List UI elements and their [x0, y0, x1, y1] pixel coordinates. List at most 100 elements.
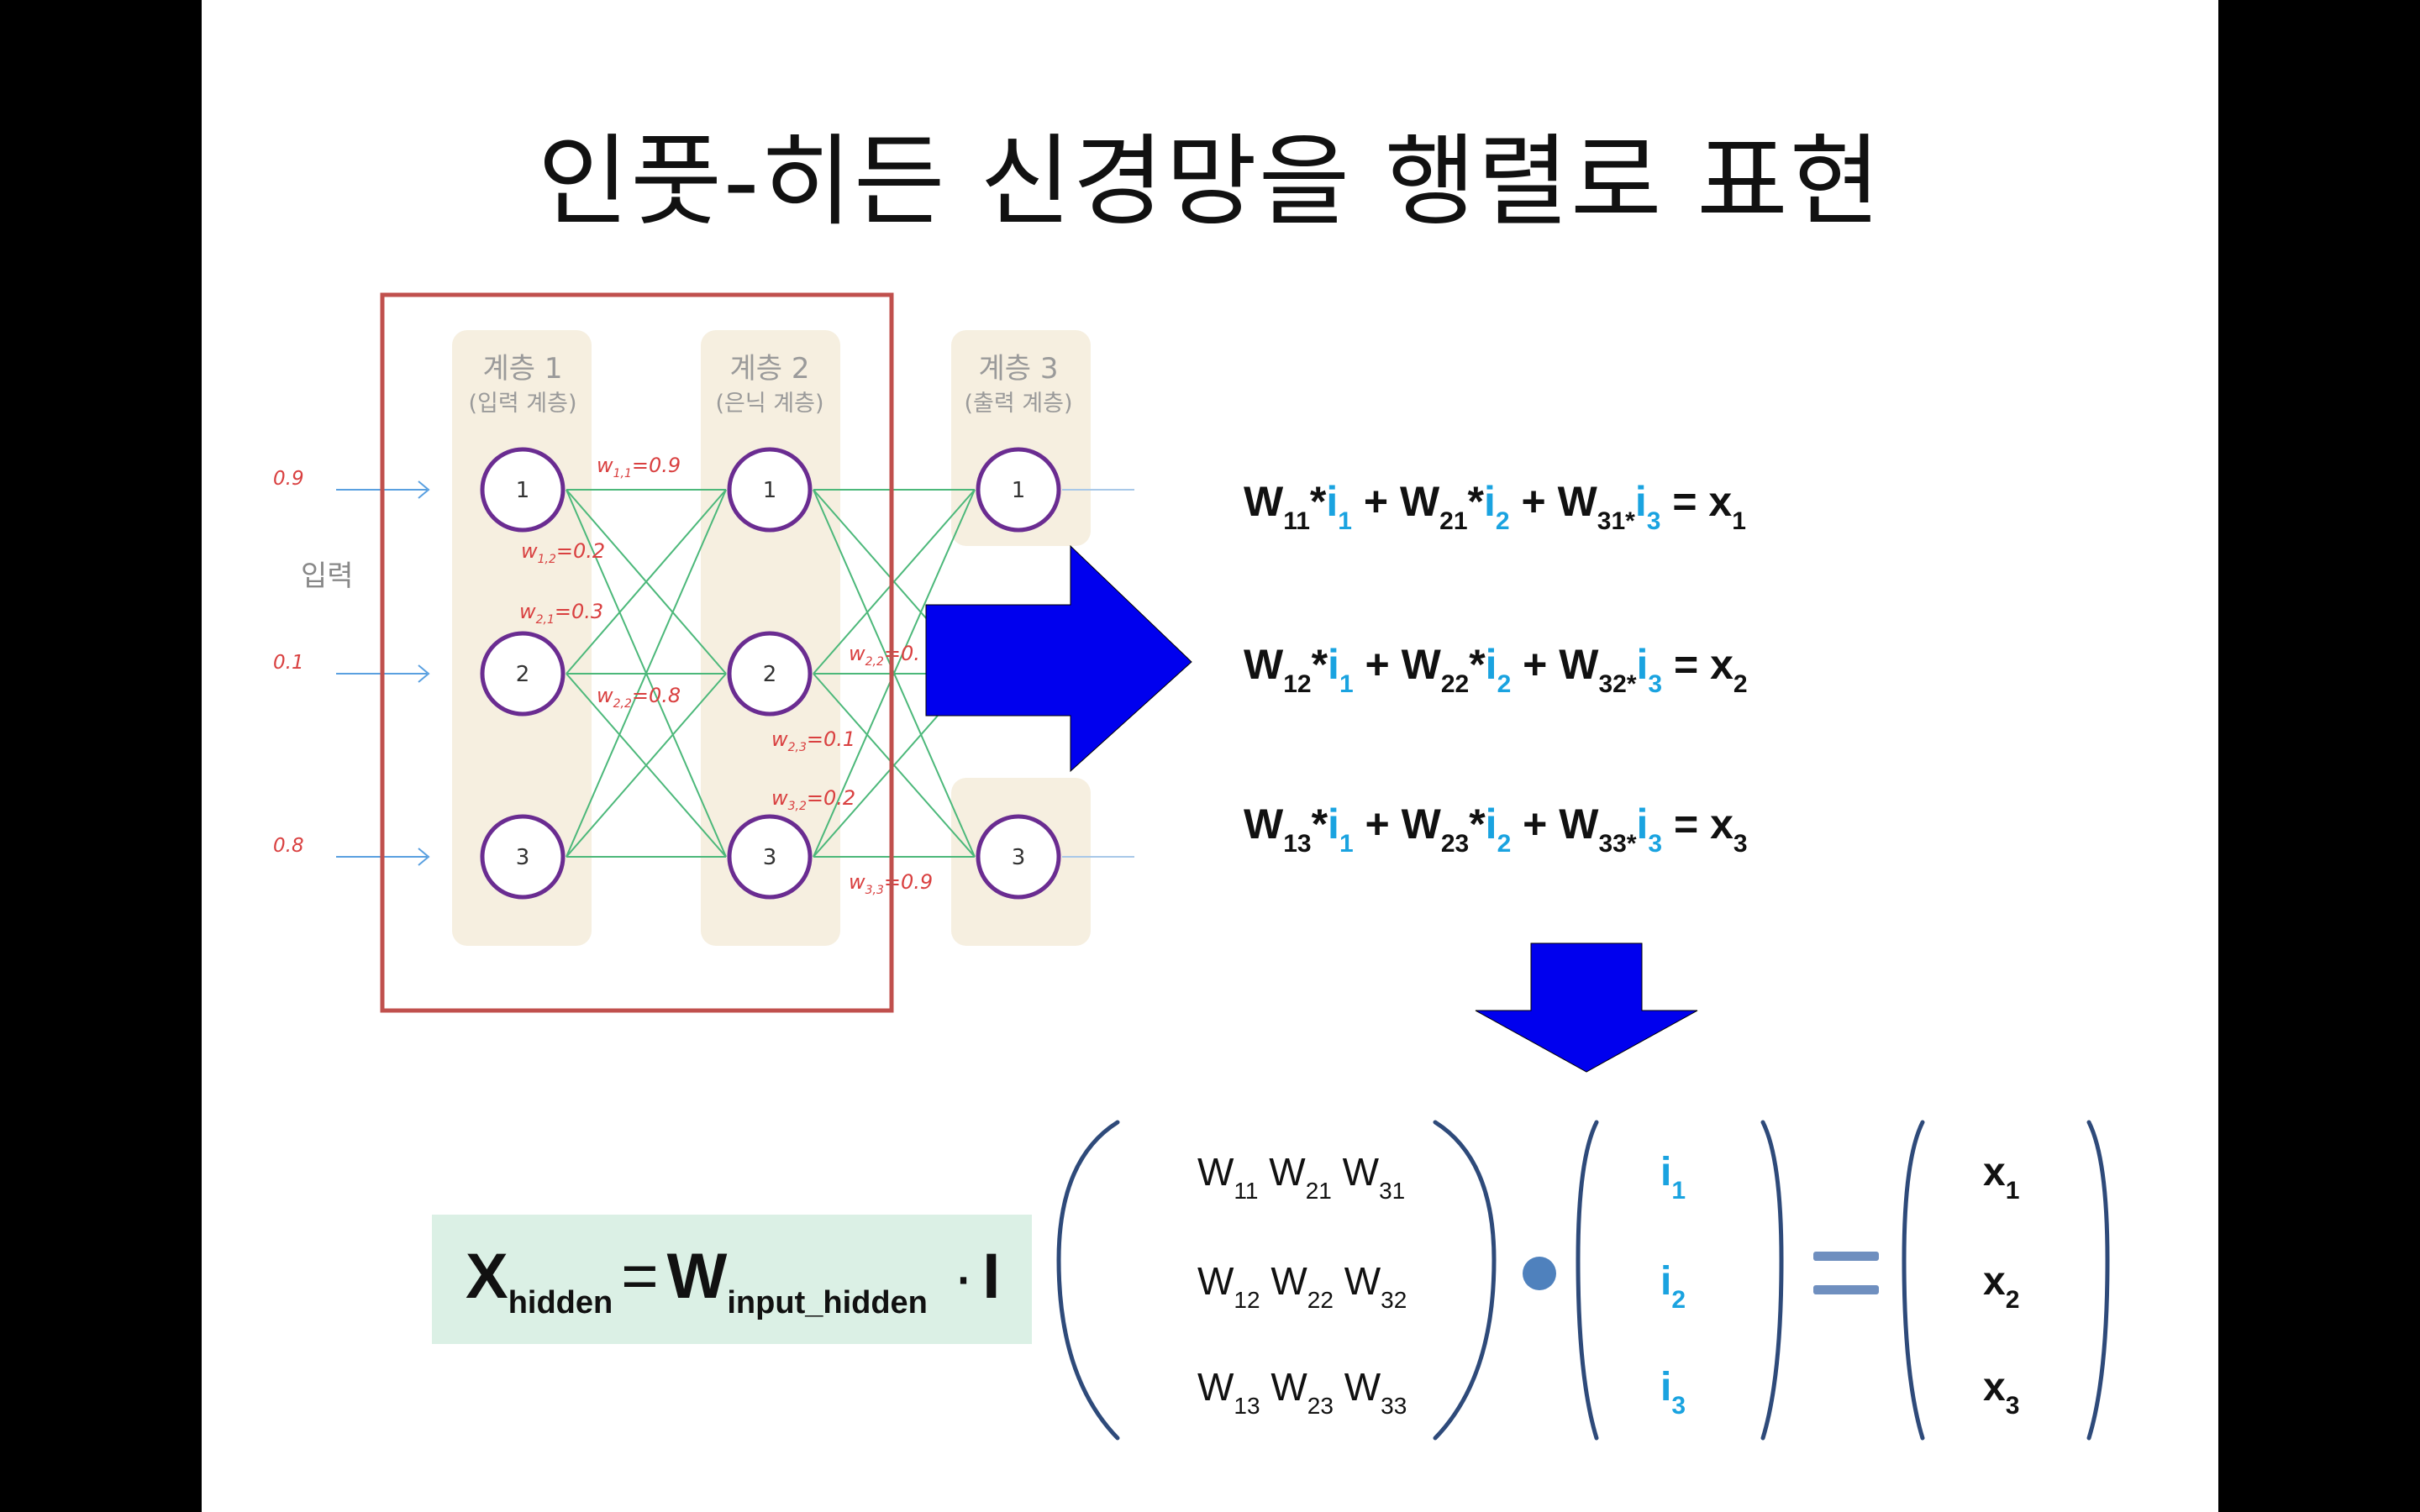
input-arrowhead [418, 848, 430, 866]
input-label: 입력 [301, 559, 354, 593]
equation-token: 3 [1646, 507, 1661, 535]
formula-w: W [666, 1241, 728, 1312]
equation-token: 1 [1339, 830, 1354, 858]
equation-token: = x [1662, 641, 1733, 688]
matrix-row-1: W11 W21 W31 [1197, 1149, 1405, 1205]
equation-token: i [1485, 641, 1497, 688]
formula-x: X [466, 1241, 508, 1312]
vector-i-entry-1: i1 [1660, 1150, 1686, 1205]
weight-label-w22: w2,2=0.8 [597, 684, 681, 711]
equation-token: 31* [1597, 507, 1635, 535]
equation-token: = x [1660, 478, 1733, 525]
equation-token: 3 [1648, 670, 1663, 698]
weight-label-w11: w1,1=0.9 [597, 454, 681, 480]
equation-1: W11*i1 + W21*i2 + W31*i3 = x1 [1244, 477, 1746, 536]
matrix-entry-sub: 11 [1234, 1178, 1259, 1204]
formula-w-sub: input_hidden [727, 1285, 928, 1320]
equation-token: i [1484, 478, 1496, 525]
equation-token: 12 [1283, 670, 1312, 698]
equation-token: 2 [1497, 670, 1512, 698]
equation-token: W [1244, 641, 1284, 688]
matrix-entry: W [1258, 1150, 1306, 1194]
matrix-entry: W [1333, 1259, 1381, 1303]
equation-token: * [1467, 478, 1485, 525]
matrix-row-2: W12 W22 W32 [1197, 1258, 1407, 1314]
formula: Xhidden=Winput_hidden·I [466, 1240, 1000, 1321]
equation-token: + W [1511, 641, 1599, 688]
equation-token: 33* [1598, 830, 1637, 858]
dot-product-symbol [1523, 1257, 1556, 1290]
connection-edge [813, 489, 976, 675]
node-l3-3 [976, 814, 1061, 900]
matrix-entry: W [1331, 1150, 1380, 1194]
layer-2-subtitle: (은닉 계층) [715, 391, 823, 417]
input-arrowhead [418, 480, 430, 499]
matrix-entry: W [1260, 1259, 1307, 1303]
node-l1-1 [480, 447, 566, 533]
equation-token: W [1244, 801, 1284, 848]
formula-i: I [982, 1241, 1001, 1312]
equation-token: * [1309, 478, 1327, 525]
equation-token: 1 [1339, 670, 1354, 698]
equation-token: 11 [1283, 507, 1310, 535]
layer-1-title: 계층 1 [483, 352, 563, 386]
equation-token: i [1636, 801, 1649, 848]
connection-edge [566, 489, 727, 858]
input-value-1: 0.9 [273, 468, 304, 490]
matrix-row-3: W13 W23 W33 [1197, 1364, 1407, 1420]
equation-token: W [1244, 478, 1284, 525]
matrix-w-left-bracket [1056, 1120, 1120, 1441]
node-label: 1 [516, 478, 530, 503]
node-l2-1 [727, 447, 813, 533]
node-label: 1 [1012, 478, 1026, 503]
equation-token: * [1469, 801, 1486, 848]
node-label: 3 [516, 845, 530, 870]
matrix-entry-sub: 12 [1234, 1287, 1260, 1313]
matrix-entry-sub: 31 [1379, 1178, 1406, 1204]
equation-token: 2 [1495, 507, 1510, 535]
matrix-entry: W [1197, 1259, 1234, 1303]
right-arrow [925, 544, 1192, 773]
node-label: 3 [763, 845, 777, 870]
equation-token: * [1311, 641, 1328, 688]
matrix-entry-sub: 23 [1307, 1393, 1334, 1419]
matrix-entry: W [1197, 1365, 1234, 1409]
equation-token: i [1636, 641, 1649, 688]
matrix-entry-sub: 21 [1305, 1178, 1332, 1204]
slide-title: 인풋-히든 신경망을 행렬로 표현 [537, 123, 1883, 239]
matrix-graphics [1056, 1120, 2110, 1441]
weight-label-w23: w2,3=0.1 [771, 727, 855, 754]
neural-network-diagram: 계층 1(입력 계층)계층 2(은닉 계층)계층 3(출력 계층) 입력0.90… [273, 292, 1698, 1073]
node-label: 3 [1012, 845, 1026, 870]
equation-token: + W [1511, 801, 1599, 848]
equation-token: 1 [1338, 507, 1352, 535]
input-value-3: 0.8 [273, 835, 304, 857]
matrix-entry: W [1197, 1150, 1234, 1194]
vector-x-entry-3: x3 [1983, 1365, 2020, 1420]
equation-token: 1 [1732, 507, 1746, 535]
equation-token: + W [1353, 641, 1441, 688]
vector-x-left-bracket [1902, 1120, 1925, 1441]
formula-x-sub: hidden [508, 1285, 613, 1320]
equation-2: W12*i1 + W22*i2 + W32*i3 = x2 [1244, 640, 1748, 699]
weight-label-w21: w2,1=0.3 [519, 600, 603, 627]
layer-3-subtitle: (출력 계층) [964, 391, 1072, 417]
matrix-entry: W [1333, 1365, 1381, 1409]
weight-label-w12: w1,2=0.2 [521, 539, 605, 566]
equation-token: i [1328, 641, 1339, 688]
node-l2-3 [727, 814, 813, 900]
equation-token: i [1328, 801, 1339, 848]
formula-equals: = [621, 1241, 659, 1312]
connection-edge [566, 673, 727, 858]
equals-bar-top [1813, 1252, 1879, 1261]
matrix-entry: W [1260, 1365, 1307, 1409]
highlight-box [380, 292, 894, 1013]
matrix-entry-sub: 33 [1381, 1393, 1407, 1419]
equation-token: i [1326, 478, 1339, 525]
slide: 인풋-히든 신경망을 행렬로 표현 계층 1(입력 계층)계층 2(은닉 계층)… [202, 0, 2218, 1512]
node-label: 2 [763, 662, 777, 687]
node-l2-2 [727, 631, 813, 717]
vector-i-left-bracket [1576, 1120, 1599, 1441]
layer-2-title: 계층 2 [730, 352, 810, 386]
equation-token: * [1311, 801, 1328, 848]
